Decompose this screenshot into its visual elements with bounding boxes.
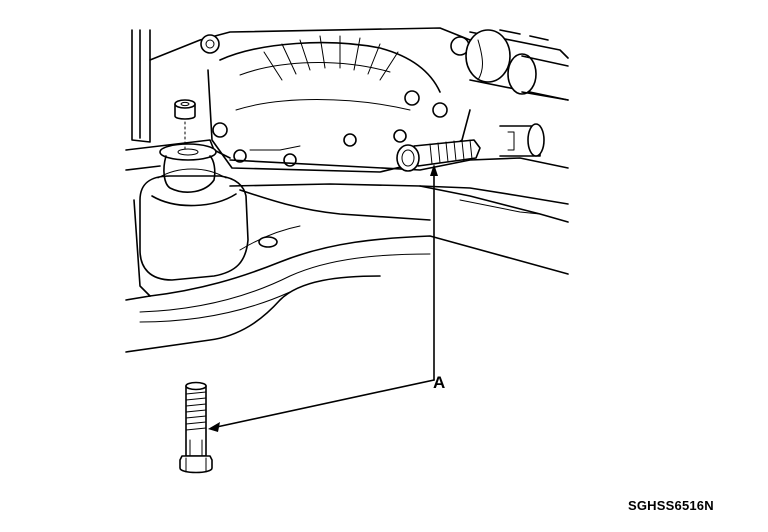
callout-label-a: A	[433, 373, 446, 392]
nut-icon	[174, 99, 196, 151]
drive-shaft-icon	[465, 29, 569, 101]
mounting-bolt-removed	[179, 381, 213, 474]
mounting-bolt-installed	[396, 139, 481, 172]
crossmember-icon	[125, 123, 569, 353]
bushing-icon	[133, 143, 249, 297]
callout-leaders	[208, 164, 438, 432]
figure-code: SGHSS6516N	[628, 498, 714, 513]
